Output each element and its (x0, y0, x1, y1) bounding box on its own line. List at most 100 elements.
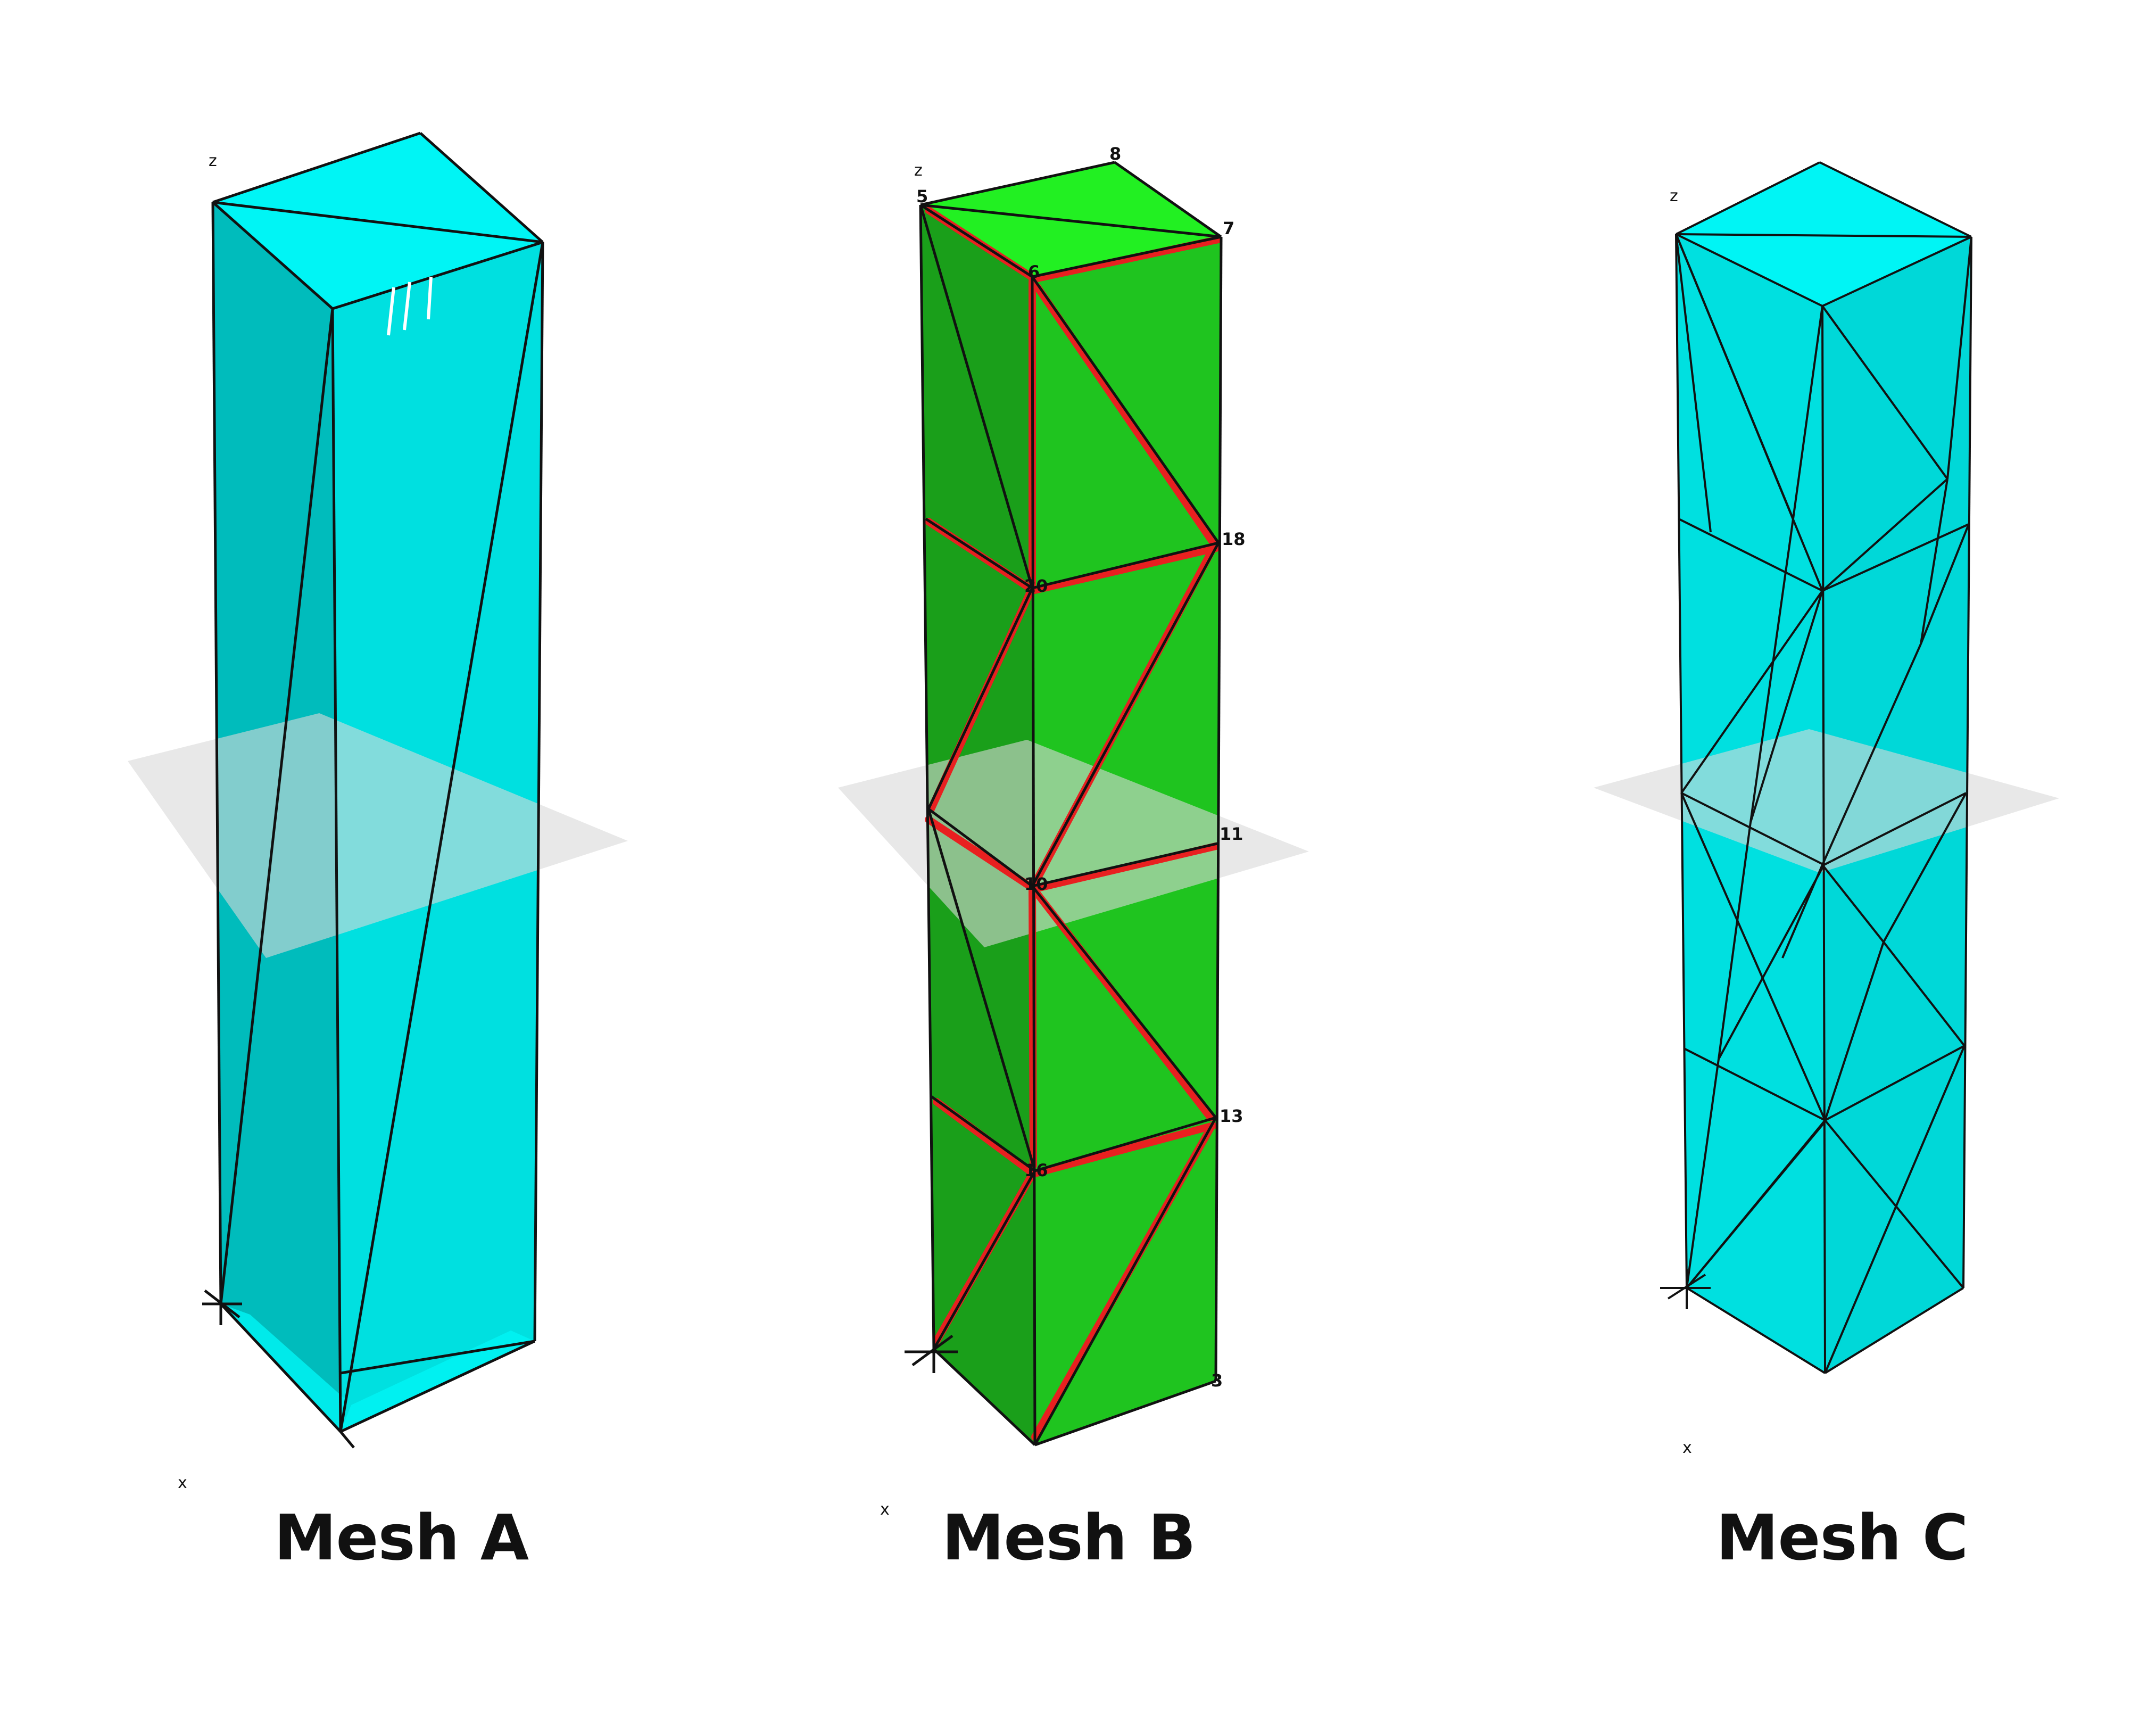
mesh-b-label: Mesh B (942, 1501, 1196, 1574)
mesh-a-bottom-right-band (341, 1331, 535, 1432)
mesh-c-edge (1821, 305, 1826, 1374)
mesh-b-diagonal (1031, 276, 1220, 544)
mesh-c-diagonal (1821, 305, 1948, 480)
mesh-b-ring (1034, 1116, 1216, 1172)
mesh-b-node-label: 13 (1220, 1106, 1243, 1126)
mesh-c-ring (1825, 1045, 1965, 1121)
mesh-c-diagonal (1946, 236, 1972, 480)
mesh-a-edge (212, 131, 421, 204)
mesh-b-edge (919, 204, 935, 1350)
mesh-b-edge (920, 161, 1115, 206)
mesh-b-node-label: 5 (916, 186, 928, 206)
mesh-a-edge (533, 242, 544, 1342)
mesh-b-diagonal (932, 1170, 1036, 1350)
mesh-c-diagonal (1749, 518, 1794, 823)
mesh-b-red-edge (1034, 890, 1214, 1121)
mesh-a-surface-marks (387, 276, 433, 336)
mesh-c-edge (1819, 161, 1972, 238)
mesh-a-edge (339, 1340, 536, 1433)
mesh-b-edges (905, 161, 1223, 1447)
mesh-a-edge (212, 201, 543, 244)
mesh-c-diagonal (1920, 478, 1948, 645)
mesh-b-red-edge (1031, 842, 1220, 893)
mesh-c-ring (1822, 523, 1969, 592)
mesh-c-section-plane (1594, 729, 2059, 873)
mesh-b-diagonal (927, 587, 1034, 810)
mesh-c-edge (1676, 161, 1820, 235)
mesh-b-diagonal (1031, 885, 1217, 1119)
mesh-a-edge (220, 1303, 342, 1433)
mesh-c-diagonal (1686, 1122, 1825, 1289)
mesh-c-diagonal (1824, 1119, 1964, 1289)
mesh-c-diagonal (1821, 478, 1948, 592)
mesh-b-node-label: 8 (1109, 144, 1121, 164)
mesh-a-edge (212, 201, 334, 310)
mesh-c-edge (1686, 1287, 1826, 1374)
mesh-b-ring (927, 807, 1033, 888)
mesh-b-section-plane (838, 740, 1309, 947)
mesh-b-edge (1214, 236, 1223, 1382)
mesh-b-diagonal (927, 808, 1036, 1171)
mesh-b-node-label: 16 (1024, 1160, 1048, 1180)
mesh-b-diagonal (919, 204, 1034, 589)
mesh-a-label: Mesh A (274, 1501, 529, 1574)
mesh-c-diagonal (1675, 234, 1794, 519)
mesh-c-diagonal (1824, 941, 1885, 1121)
mesh-b-ring (1032, 541, 1219, 590)
mesh-a-axis-tick (339, 1431, 355, 1449)
mesh-c-edge (1675, 234, 1688, 1288)
mesh-b-node-label: 7 (1223, 218, 1234, 238)
mesh-b-red-edge (1031, 1122, 1217, 1177)
mesh-b: z x 8 5 7 6 18 20 11 10 13 16 3 (838, 144, 1309, 1519)
mesh-c-ring (1681, 792, 1825, 866)
mesh-c-diagonal (1718, 822, 1752, 1060)
mesh-a-mark (427, 276, 433, 320)
mesh-a-mark (403, 282, 411, 331)
mesh-b-node-label: 20 (1024, 576, 1048, 596)
mesh-c-diagonal (1824, 1045, 1966, 1374)
mesh-c-diagonal (1680, 590, 1823, 794)
mesh-a-edge (419, 132, 544, 243)
mesh-c-ring (1678, 518, 1823, 592)
mesh-b-edge (1032, 235, 1222, 278)
mesh-b-z-axis-label: z (914, 161, 923, 180)
mesh-c-z-axis-label: z (1670, 187, 1678, 205)
mesh-b-red-edge (925, 816, 1033, 890)
mesh-b-node-label: 10 (1024, 874, 1048, 894)
mesh-b-red-edge (933, 1098, 1033, 1175)
mesh-c-diagonal (1675, 234, 1712, 533)
mesh-b-node-label: 18 (1222, 529, 1246, 549)
mesh-c-diagonal (1821, 864, 1885, 943)
mesh-a-diagonal (339, 242, 544, 1432)
mesh-c-diagonal (1792, 305, 1823, 519)
mesh-c-edge (1962, 236, 1972, 1288)
mesh-a-z-axis-label: z (209, 152, 217, 170)
mesh-c-ring (1684, 1047, 1826, 1121)
mesh-b-red-edge (1029, 236, 1222, 283)
mesh-c-diagonal (1883, 792, 1967, 943)
mesh-a-edge (211, 202, 222, 1304)
mesh-c-axis-tick (1667, 1274, 1706, 1300)
mesh-b-axis-tick (911, 1334, 953, 1367)
mesh-b-ring (1032, 842, 1218, 888)
mesh-b-edge (1031, 276, 1036, 1445)
mesh-a-section-plane (128, 713, 628, 958)
mesh-c-diagonal (1718, 864, 1825, 1060)
mesh-c-diagonal (1883, 941, 1966, 1047)
mesh-c-edge (1824, 1287, 1964, 1374)
mesh-b-diagonal (1033, 1117, 1217, 1446)
mesh-c-edge (1676, 233, 1972, 238)
mesh-a-edges (202, 131, 544, 1449)
mesh-b-edge (919, 203, 1033, 278)
mesh-c: z x (1594, 161, 2059, 1457)
mesh-c-diagonal (1920, 524, 1970, 645)
mesh-c-diagonal (1686, 1059, 1720, 1288)
mesh-c-diagonal (1680, 792, 1826, 1121)
mesh-a-diagonal (219, 308, 334, 1304)
mesh-c-diagonal (1821, 643, 1922, 865)
mesh-c-edge (1822, 236, 1972, 307)
mesh-a-diagonal (340, 1340, 535, 1375)
mesh-c-edge (1676, 233, 1823, 307)
